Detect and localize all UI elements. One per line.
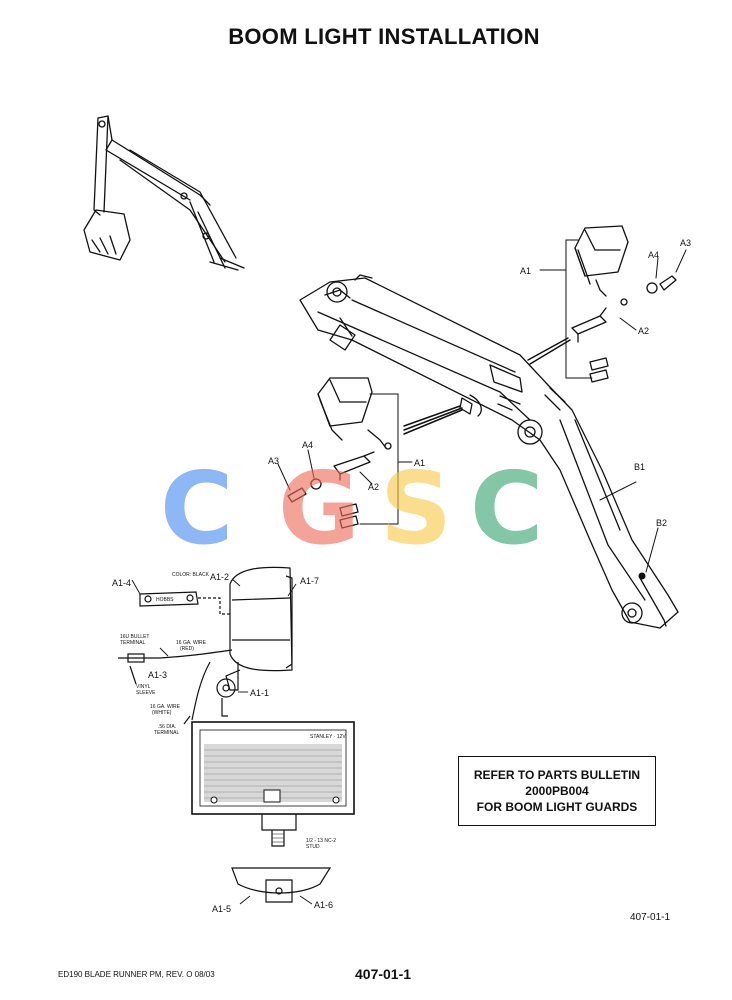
hobbs-label: HOBBS — [156, 597, 174, 603]
page-title: BOOM LIGHT INSTALLATION — [228, 24, 540, 49]
watermark-letter-1: C — [160, 450, 234, 567]
watermark-letter-3: S — [380, 450, 453, 567]
lamp-side-detail — [118, 566, 297, 725]
callout-a3-left: A3 — [268, 456, 279, 466]
callout-a1-right: A1 — [520, 266, 531, 276]
lamp-brand-label: STANLEY · 12V — [310, 734, 346, 740]
callout-a1-4: A1-4 — [112, 578, 131, 588]
bullet-terminal-label-1: 16U BULLET — [120, 634, 149, 640]
boom-assembly — [299, 274, 679, 629]
red-wire-label-2: (RED) — [180, 646, 194, 652]
vinyl-sleeve-label-1: VINYL — [136, 684, 151, 690]
callout-a2-right: A2 — [638, 326, 649, 336]
color-black-label: COLOR: BLACK — [172, 572, 210, 578]
callout-b1: B1 — [634, 462, 645, 472]
bracket-detail — [231, 867, 332, 905]
watermark-letter-4: C — [470, 450, 544, 567]
callout-a1-3: A1-3 — [148, 670, 167, 680]
note-line-3: FOR BOOM LIGHT GUARDS — [476, 800, 638, 814]
callout-b2: B2 — [656, 518, 667, 528]
stud-label-2: STUD — [306, 844, 320, 850]
callout-a1-1: A1-1 — [250, 688, 269, 698]
drawing-reference: 407-01-1 — [630, 912, 671, 923]
lamp-front-detail — [191, 721, 355, 847]
callout-a1-2: A1-2 — [210, 572, 229, 582]
red-wire-label-1: 16 GA. WIRE — [176, 640, 207, 646]
footer-manual-info: ED190 BLADE RUNNER PM, REV. O 08/03 — [58, 970, 215, 979]
callout-a1-left: A1 — [414, 458, 425, 468]
stud-label-1: 1/2 - 13 NC-2 — [306, 838, 336, 844]
note-line-2: 2000PB004 — [525, 784, 589, 798]
footer-page-number: 407-01-1 — [355, 966, 412, 982]
watermark-letter-2: G — [278, 450, 361, 567]
right-lamp-exploded — [539, 225, 687, 383]
white-wire-label-1: 16 GA. WIRE — [150, 704, 181, 710]
excavator-overview-sketch — [83, 115, 245, 271]
callout-a4-left: A4 — [302, 440, 313, 450]
callout-a1-5: A1-5 — [212, 904, 231, 914]
callout-a4-right: A4 — [648, 250, 659, 260]
left-lamp-exploded — [277, 377, 413, 529]
note-line-1: REFER TO PARTS BULLETIN — [473, 768, 641, 782]
callout-a1-6: A1-6 — [314, 900, 333, 910]
vinyl-sleeve-label-2: SLEEVE — [136, 690, 156, 696]
parts-bulletin-note: REFER TO PARTS BULLETIN 2000PB004 FOR BO… — [458, 756, 656, 826]
b2-marker — [638, 572, 646, 580]
terminal-label-1: .56 DIA. — [158, 724, 176, 730]
callout-a1-7: A1-7 — [300, 576, 319, 586]
terminal-label-2: TERMINAL — [154, 730, 180, 736]
white-wire-label-2: (WHITE) — [152, 710, 172, 716]
bullet-terminal-label-2: TERMINAL — [120, 640, 146, 646]
callout-a3-right: A3 — [680, 238, 691, 248]
callout-a2-left: A2 — [368, 482, 379, 492]
